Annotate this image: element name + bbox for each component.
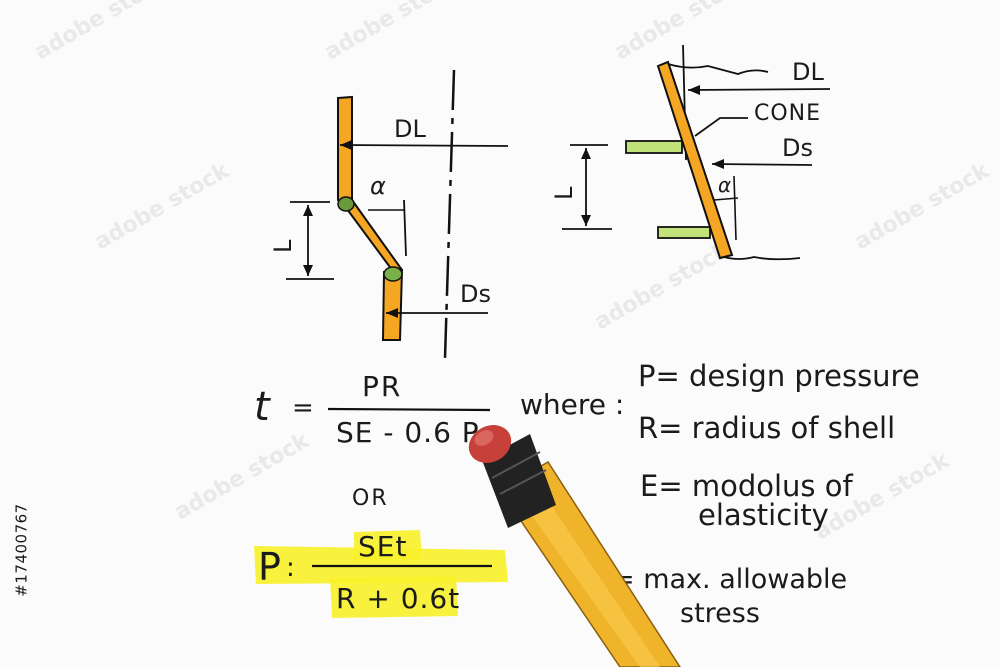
cone-leader bbox=[694, 117, 748, 137]
eraser-highlight bbox=[474, 430, 494, 446]
l-arrow-bottom bbox=[303, 265, 313, 276]
ring-lower bbox=[657, 226, 711, 239]
cone-ds-label: Ds bbox=[782, 134, 813, 162]
alpha-ref-line bbox=[403, 199, 407, 257]
highlight-denominator bbox=[330, 576, 458, 618]
svg-text:adobe stock: adobe stock bbox=[171, 428, 315, 526]
ferrule-band-1 bbox=[491, 451, 541, 479]
cone-alpha-label: α bbox=[718, 173, 731, 197]
cone-ds-arrowhead bbox=[712, 159, 724, 169]
dl-dimension-line bbox=[339, 144, 509, 147]
cone-dl-line bbox=[687, 88, 831, 91]
top-break-line bbox=[667, 63, 769, 75]
cone-ds-line bbox=[711, 163, 813, 166]
formula1-denominator: SE - 0.6 P bbox=[336, 416, 480, 449]
cone-dl-label: DL bbox=[792, 58, 824, 86]
svg-text:adobe stock: adobe stock bbox=[91, 158, 235, 256]
ds-arrowhead bbox=[386, 308, 398, 318]
cone-dl-arrowhead bbox=[688, 85, 700, 95]
pencil bbox=[468, 425, 681, 667]
legend-e-line2: elasticity bbox=[698, 498, 829, 532]
variable-legend: P= design pressure R= radius of shell E=… bbox=[612, 359, 920, 629]
legend-s-line1: = max. allowable bbox=[612, 564, 847, 595]
l-arrow-top bbox=[303, 205, 313, 216]
or-label: OR bbox=[352, 486, 389, 511]
cone-l-label: L bbox=[550, 186, 578, 200]
weld-upper bbox=[337, 196, 355, 212]
formula2-denominator: R + 0.6t bbox=[336, 582, 460, 615]
ds-label: Ds bbox=[460, 280, 491, 308]
legend-e-line1: E= modolus of bbox=[640, 469, 853, 503]
thickness-formula: t = PR SE - 0.6 P where : bbox=[254, 370, 624, 449]
formula1-numerator: PR bbox=[362, 370, 402, 403]
dl-arrowhead bbox=[340, 140, 352, 150]
svg-text:adobe stock: adobe stock bbox=[31, 0, 175, 65]
formula1-lhs: t bbox=[254, 384, 271, 430]
formula1-fraction-bar bbox=[327, 407, 491, 412]
svg-text:adobe stock: adobe stock bbox=[591, 238, 735, 336]
weld-lower bbox=[383, 266, 403, 282]
ring-upper bbox=[625, 140, 683, 154]
legend-s-line2: stress bbox=[680, 598, 760, 629]
stock-id-vertical: #17400767 bbox=[10, 440, 34, 660]
formula2-eq: : bbox=[286, 553, 295, 583]
cone-plate bbox=[656, 60, 734, 260]
cone-label: CONE bbox=[754, 101, 821, 126]
stock-id-text: #17400767 bbox=[13, 503, 32, 597]
svg-text:adobe stock: adobe stock bbox=[851, 158, 995, 256]
cone-l-arrow-top bbox=[581, 148, 591, 159]
pencil-shine bbox=[510, 474, 660, 667]
legend-r: R= radius of shell bbox=[638, 411, 895, 445]
where-label: where : bbox=[520, 388, 624, 421]
legend-p: P= design pressure bbox=[638, 359, 920, 393]
svg-text:adobe stock: adobe stock bbox=[321, 0, 465, 65]
highlight-numerator bbox=[354, 530, 422, 562]
ferrule-band-2 bbox=[499, 469, 547, 495]
alpha-label: α bbox=[370, 172, 386, 200]
dl-label: DL bbox=[394, 115, 426, 143]
bottom-break-line bbox=[723, 256, 801, 261]
formula2-numerator: SEt bbox=[358, 530, 407, 563]
pressure-formula: P : SEt R + 0.6t bbox=[254, 530, 508, 618]
l-label: L bbox=[269, 239, 297, 253]
left-shell-diagram: DL Ds L α bbox=[269, 69, 509, 359]
formula2-lhs: P bbox=[258, 545, 281, 589]
centerline bbox=[443, 69, 456, 359]
cone-alpha-ref bbox=[733, 175, 737, 241]
formula1-eq: = bbox=[292, 393, 314, 423]
right-cone-diagram: DL CONE Ds L α bbox=[550, 44, 831, 261]
cone-l-arrow-bottom bbox=[581, 215, 591, 226]
